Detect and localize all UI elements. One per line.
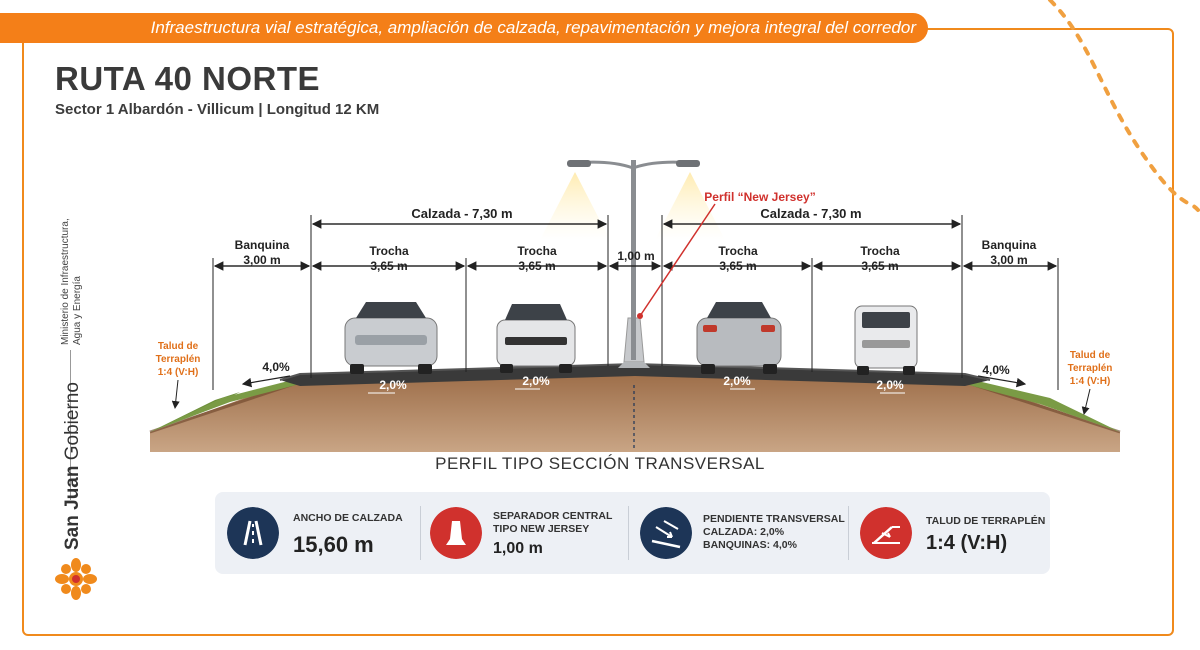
car-2: [496, 304, 576, 373]
trocha-2-width: 3,65 m: [518, 259, 555, 273]
header-banner: Infraestructura vial estratégica, amplia…: [0, 13, 928, 43]
banquina-right-width: 3,00 m: [990, 253, 1027, 267]
banquina-left-width: 3,00 m: [243, 253, 280, 267]
grass-slope-right: [965, 378, 1120, 432]
car-4: [854, 305, 918, 375]
median-value: 1,00 m: [493, 540, 543, 557]
road-width-label: ANCHO DE CALZADA: [293, 512, 403, 524]
car-1: [344, 302, 438, 374]
embankment-label: TALUD DE TERRAPLÉN: [926, 515, 1046, 527]
talud-right-line3: 1:4 (V:H): [1070, 376, 1111, 387]
trocha-3-label: Trocha: [718, 244, 758, 258]
barrier-icon: [430, 507, 482, 559]
car-3: [696, 302, 782, 374]
slope-shoulder-right: 4,0%: [982, 363, 1010, 377]
cross-slope-label-2: CALZADA: 2,0%: [703, 526, 785, 538]
new-jersey-label: Perfil “New Jersey”: [704, 190, 815, 204]
slope-icon: [640, 507, 692, 559]
info-card-cross-slope: PENDIENTE TRANSVERSAL CALZADA: 2,0% BANQ…: [640, 492, 855, 574]
section-title: PERFIL TIPO SECCIÓN TRANSVERSAL: [435, 454, 765, 473]
trocha-1-width: 3,65 m: [370, 259, 407, 273]
talud-right-line2: Terraplén: [1068, 363, 1113, 374]
slope-shoulder-left: 4,0%: [262, 360, 290, 374]
slope-lane-4: 2,0%: [876, 378, 904, 392]
talud-right-line1: Talud de: [1070, 350, 1111, 361]
slope-lane-1: 2,0%: [379, 378, 407, 392]
lamp-light-right: [655, 172, 725, 240]
talud-left-line2: Terraplén: [156, 354, 201, 365]
banquina-right-label: Banquina: [982, 238, 1037, 252]
info-card-embankment: TALUD DE TERRAPLÉN 1:4 (V:H): [860, 492, 1045, 574]
lamp-head-right: [676, 160, 700, 167]
banquina-left-label: Banquina: [235, 238, 290, 252]
slope-lane-2: 2,0%: [522, 374, 550, 388]
cross-slope-label-3: BANQUINAS: 4,0%: [703, 539, 797, 551]
trocha-1-label: Trocha: [369, 244, 409, 258]
page-title: RUTA 40 NORTE: [55, 60, 321, 97]
lamp-head-left: [567, 160, 591, 167]
trocha-4-label: Trocha: [860, 244, 900, 258]
new-jersey-pointer: [639, 203, 716, 317]
info-panel: ANCHO DE CALZADA 15,60 m SEPARADOR CENTR…: [215, 492, 1050, 574]
info-card-median: SEPARADOR CENTRAL TIPO NEW JERSEY 1,00 m: [430, 492, 625, 574]
info-card-road-width: ANCHO DE CALZADA 15,60 m: [227, 492, 417, 574]
talud-left-line3: 1:4 (V:H): [158, 367, 199, 378]
sidebar-divider: [70, 350, 71, 500]
road-width-value: 15,60 m: [293, 532, 374, 557]
median-label-2: TIPO NEW JERSEY: [493, 523, 590, 535]
trocha-2-label: Trocha: [517, 244, 557, 258]
calzada-right-label: Calzada - 7,30 m: [760, 206, 861, 221]
talud-left-line1: Talud de: [158, 341, 199, 352]
road-icon: [227, 507, 279, 559]
trocha-3-width: 3,65 m: [719, 259, 756, 273]
median-label-1: SEPARADOR CENTRAL: [493, 510, 613, 522]
lamp-light-left: [540, 172, 610, 240]
lamp-pole: [631, 160, 636, 360]
embankment-soil: [150, 368, 1120, 452]
page-subtitle: Sector 1 Albardón - Villicum | Longitud …: [55, 101, 380, 118]
trocha-4-width: 3,65 m: [861, 259, 898, 273]
embankment-value: 1:4 (V:H): [926, 532, 1008, 554]
slope-lane-3: 2,0%: [723, 374, 751, 388]
calzada-left-label: Calzada - 7,30 m: [411, 206, 512, 221]
decorative-dotted-curve: [1048, 0, 1200, 212]
cross-slope-label-1: PENDIENTE TRANSVERSAL: [703, 513, 845, 525]
embankment-icon: [860, 507, 912, 559]
median-width-label: 1,00 m: [617, 249, 654, 263]
sun-logo-icon: [55, 558, 97, 600]
